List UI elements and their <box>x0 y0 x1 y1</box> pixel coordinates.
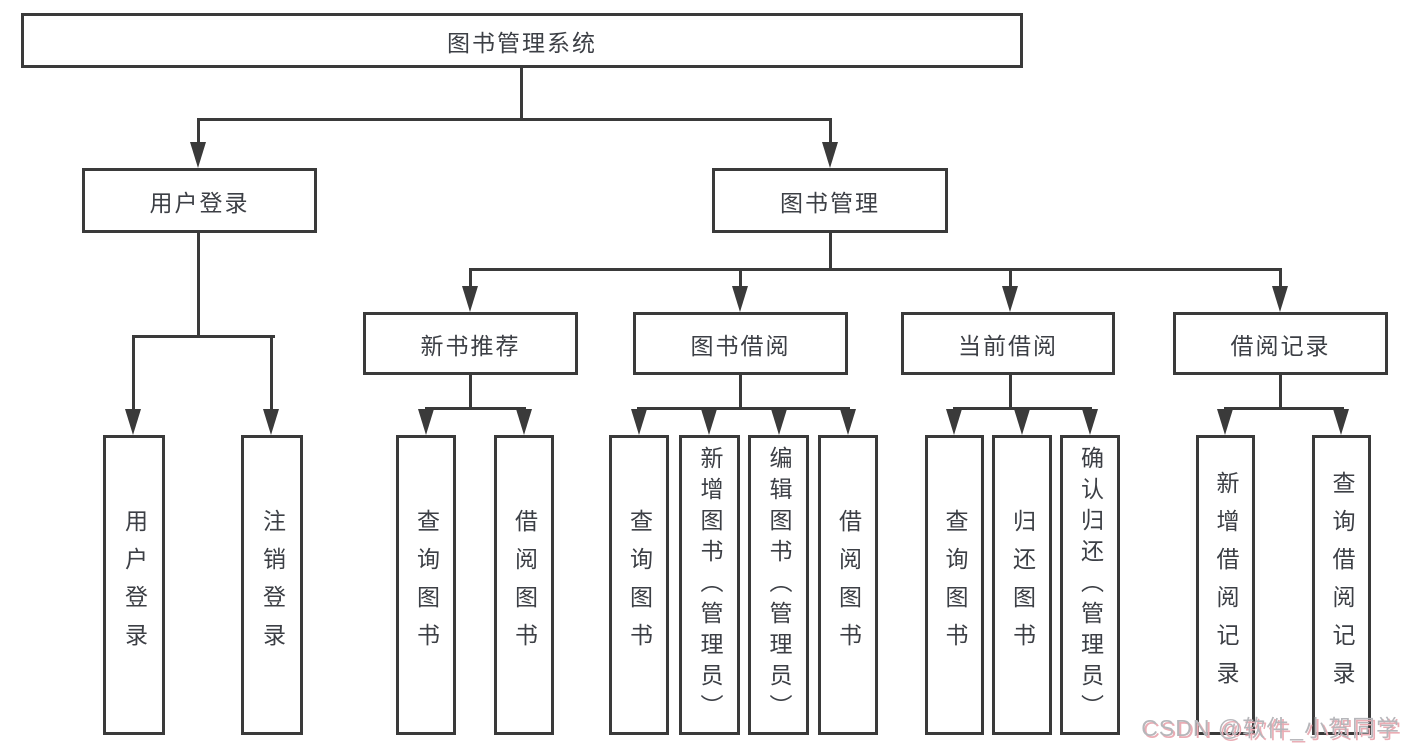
connector-trunk <box>520 66 523 120</box>
node-current-borrowing: 当前借阅 <box>901 312 1115 375</box>
leaf-label: 借阅图书 <box>511 509 538 661</box>
leaf-query-books-borrowing: 查询图书 <box>609 435 669 735</box>
arrowhead-icon <box>125 409 141 435</box>
arrowhead-icon <box>263 409 279 435</box>
arrowhead-icon <box>822 142 838 168</box>
arrowhead-icon <box>462 286 478 312</box>
connector-rail <box>132 335 275 338</box>
connector-rail <box>637 407 850 410</box>
connector-stem <box>132 335 135 411</box>
leaf-label: 查询借阅记录 <box>1329 471 1355 699</box>
leaf-label: 归还图书 <box>1009 509 1036 661</box>
leaf-borrow-books-recommendation: 借阅图书 <box>494 435 554 735</box>
leaf-label: 用户登录 <box>121 509 148 661</box>
arrowhead-icon <box>946 409 962 435</box>
connector-level2-rail <box>197 118 832 121</box>
node-user-login: 用户登录 <box>82 168 317 233</box>
connector-stem <box>197 118 200 146</box>
connector-rail <box>953 407 1092 410</box>
leaf-label: 新增借阅记录 <box>1213 471 1239 699</box>
arrowhead-icon <box>631 409 647 435</box>
leaf-label: 查询图书 <box>942 509 968 661</box>
leaf-borrow-books-borrowing: 借阅图书 <box>818 435 878 735</box>
arrowhead-icon <box>771 409 787 435</box>
leaf-label: 新增图书（管理员） <box>697 445 723 725</box>
connector-rail <box>425 407 526 410</box>
node-library-management-system: 图书管理系统 <box>21 13 1023 68</box>
arrowhead-icon <box>1217 409 1233 435</box>
connector-stem <box>739 375 742 409</box>
arrowhead-icon <box>840 409 856 435</box>
arrowhead-icon <box>190 142 206 168</box>
connector-stem <box>1009 268 1012 290</box>
connector-stem <box>469 375 472 409</box>
leaf-label: 查询图书 <box>626 509 653 661</box>
connector-rail <box>1224 407 1344 410</box>
arrowhead-icon <box>418 409 434 435</box>
leaf-edit-books-admin: 编辑图书（管理员） <box>748 435 809 735</box>
node-borrowing-records: 借阅记录 <box>1173 312 1388 375</box>
node-book-management: 图书管理 <box>712 168 948 233</box>
connector-stem <box>270 335 273 411</box>
arrowhead-icon <box>1333 409 1349 435</box>
arrowhead-icon <box>1014 409 1030 435</box>
connector-stem <box>739 268 742 290</box>
connector-stem <box>197 233 200 337</box>
connector-stem <box>829 118 832 146</box>
connector-stem <box>829 233 832 271</box>
leaf-query-borrowing-record: 查询借阅记录 <box>1312 435 1371 735</box>
arrowhead-icon <box>1272 286 1288 312</box>
connector-level3-rail <box>469 268 1282 271</box>
leaf-label: 注销登录 <box>259 509 286 661</box>
leaf-query-books-current: 查询图书 <box>925 435 984 735</box>
arrowhead-icon <box>1002 286 1018 312</box>
connector-stem <box>1009 375 1012 409</box>
arrowhead-icon <box>516 409 532 435</box>
connector-stem <box>469 268 472 290</box>
node-book-borrowing: 图书借阅 <box>633 312 848 375</box>
leaf-add-borrowing-record: 新增借阅记录 <box>1196 435 1255 735</box>
arrowhead-icon <box>732 286 748 312</box>
leaf-user-login: 用户登录 <box>103 435 165 735</box>
leaf-query-books-recommendation: 查询图书 <box>396 435 456 735</box>
node-new-book-recommendation: 新书推荐 <box>363 312 578 375</box>
arrowhead-icon <box>701 409 717 435</box>
leaf-return-books: 归还图书 <box>992 435 1052 735</box>
leaf-confirm-return-admin: 确认归还（管理员） <box>1060 435 1120 735</box>
leaf-label: 借阅图书 <box>835 509 862 661</box>
leaf-logout: 注销登录 <box>241 435 303 735</box>
connector-stem <box>1279 375 1282 409</box>
leaf-label: 编辑图书（管理员） <box>766 445 792 725</box>
connector-stem <box>1279 268 1282 290</box>
leaf-add-books-admin: 新增图书（管理员） <box>679 435 740 735</box>
leaf-label: 查询图书 <box>413 509 440 661</box>
csdn-watermark: CSDN @软件_小贺同学 <box>1141 715 1400 741</box>
arrowhead-icon <box>1082 409 1098 435</box>
leaf-label: 确认归还（管理员） <box>1077 445 1104 725</box>
